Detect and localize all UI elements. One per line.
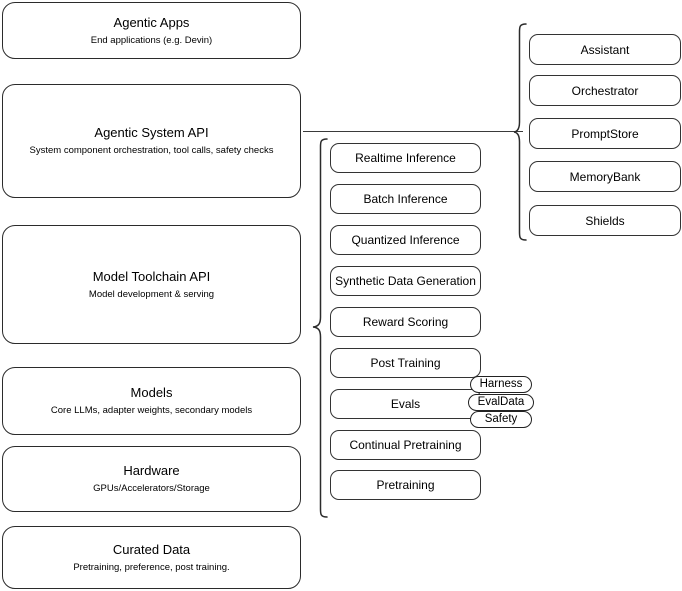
- layer-subtitle: Model development & serving: [88, 288, 215, 300]
- toolchain-label: Quantized Inference: [351, 233, 460, 247]
- layer-box-curated-data[interactable]: Curated Data Pretraining, preference, po…: [2, 526, 301, 589]
- eval-pill-evaldata[interactable]: EvalData: [468, 394, 534, 411]
- layer-title: Curated Data: [112, 541, 191, 557]
- eval-pill-label: Safety: [484, 413, 518, 425]
- brace-middle-toolchain: [312, 137, 328, 519]
- toolchain-box-quantized-inference[interactable]: Quantized Inference: [330, 225, 481, 255]
- toolchain-label: Realtime Inference: [355, 151, 456, 165]
- eval-pill-safety[interactable]: Safety: [470, 411, 532, 428]
- toolchain-box-continual-pretraining[interactable]: Continual Pretraining: [330, 430, 481, 460]
- layer-subtitle: System component orchestration, tool cal…: [29, 145, 274, 156]
- toolchain-box-evals[interactable]: Evals: [330, 389, 481, 419]
- component-label: PromptStore: [571, 126, 639, 141]
- toolchain-label: Batch Inference: [363, 192, 448, 206]
- toolchain-label: Continual Pretraining: [349, 438, 462, 452]
- component-box-memorybank[interactable]: MemoryBank: [529, 161, 681, 192]
- component-label: MemoryBank: [569, 169, 641, 184]
- toolchain-label: Evals: [390, 397, 421, 411]
- eval-pill-label: Harness: [479, 378, 523, 390]
- toolchain-box-reward-scoring[interactable]: Reward Scoring: [330, 307, 481, 337]
- component-box-assistant[interactable]: Assistant: [529, 34, 681, 65]
- layer-subtitle: End applications (e.g. Devin): [90, 34, 213, 46]
- layer-title: Model Toolchain API: [92, 268, 211, 284]
- component-label: Shields: [585, 213, 625, 228]
- connector-line-system-api-to-components: [303, 131, 523, 133]
- toolchain-label: Pretraining: [376, 478, 435, 492]
- toolchain-box-post-training[interactable]: Post Training: [330, 348, 481, 378]
- layer-title: Agentic Apps: [113, 14, 190, 30]
- layer-box-agentic-apps[interactable]: Agentic Apps End applications (e.g. Devi…: [2, 2, 301, 59]
- toolchain-box-synthetic-data-generation[interactable]: Synthetic Data Generation: [330, 266, 481, 296]
- toolchain-label: Reward Scoring: [362, 315, 449, 329]
- component-box-orchestrator[interactable]: Orchestrator: [529, 75, 681, 106]
- toolchain-box-pretraining[interactable]: Pretraining: [330, 470, 481, 500]
- toolchain-label: Synthetic Data Generation: [335, 274, 476, 288]
- layer-title: Agentic System API: [94, 125, 209, 140]
- component-label: Assistant: [580, 42, 630, 57]
- layer-box-models[interactable]: Models Core LLMs, adapter weights, secon…: [2, 367, 301, 435]
- toolchain-label: Post Training: [370, 356, 441, 370]
- component-label: Orchestrator: [571, 83, 639, 98]
- layer-title: Hardware: [123, 463, 180, 478]
- component-box-promptstore[interactable]: PromptStore: [529, 118, 681, 149]
- layer-subtitle: Pretraining, preference, post training.: [73, 561, 230, 573]
- brace-right-components: [513, 22, 527, 242]
- layer-box-agentic-system-api[interactable]: Agentic System API System component orch…: [2, 84, 301, 198]
- toolchain-box-batch-inference[interactable]: Batch Inference: [330, 184, 481, 214]
- component-box-shields[interactable]: Shields: [529, 205, 681, 236]
- layer-subtitle: GPUs/Accelerators/Storage: [93, 483, 210, 494]
- toolchain-box-realtime-inference[interactable]: Realtime Inference: [330, 143, 481, 173]
- eval-pill-label: EvalData: [477, 396, 525, 408]
- layer-box-model-toolchain-api[interactable]: Model Toolchain API Model development & …: [2, 225, 301, 344]
- layer-title: Models: [130, 385, 173, 400]
- layer-box-hardware[interactable]: Hardware GPUs/Accelerators/Storage: [2, 446, 301, 512]
- eval-pill-harness[interactable]: Harness: [470, 376, 532, 393]
- layer-subtitle: Core LLMs, adapter weights, secondary mo…: [50, 405, 253, 416]
